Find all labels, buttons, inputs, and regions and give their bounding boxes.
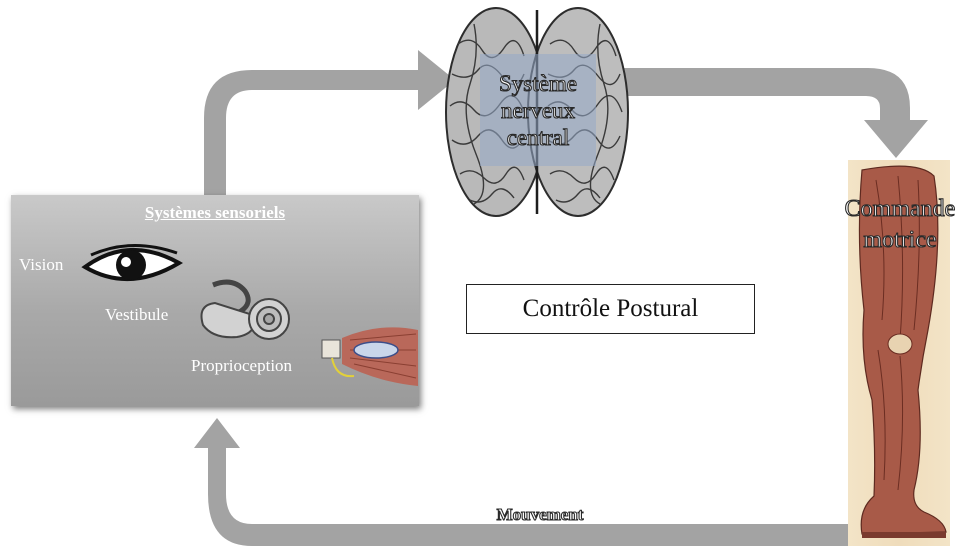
movement: Mouvement — [480, 504, 600, 525]
sensory-systems-panel: Systèmes sensoriels Vision Vestibule Pro… — [11, 195, 419, 406]
proprioception-label: Proprioception — [191, 356, 293, 375]
arrow-movement-to-sensory — [194, 418, 848, 546]
eye-icon — [81, 244, 183, 282]
postural-control-label: Contrôle Postural — [522, 295, 699, 322]
arrow-sensory-to-cns — [204, 50, 455, 195]
motor-command-label: Commande motrice — [844, 195, 956, 253]
muscle-spindle-icon — [321, 327, 418, 386]
arrow-cns-to-motor — [622, 68, 928, 158]
vision-label: Vision — [19, 255, 64, 274]
cns-label: Système nerveux central — [498, 70, 577, 150]
postural-control-box: Contrôle Postural — [466, 284, 755, 334]
vestibule-label: Vestibule — [105, 305, 169, 324]
cns-box: Système nerveux central — [480, 54, 596, 166]
inner-ear-icon — [200, 279, 290, 340]
motor-command: Commande motrice — [828, 194, 972, 256]
leg-anatomy-illustration — [848, 160, 950, 546]
movement-label: Mouvement — [496, 504, 584, 524]
leg-muscles-drawing — [858, 165, 947, 538]
sensory-panel-title: Systèmes sensoriels — [144, 203, 286, 222]
